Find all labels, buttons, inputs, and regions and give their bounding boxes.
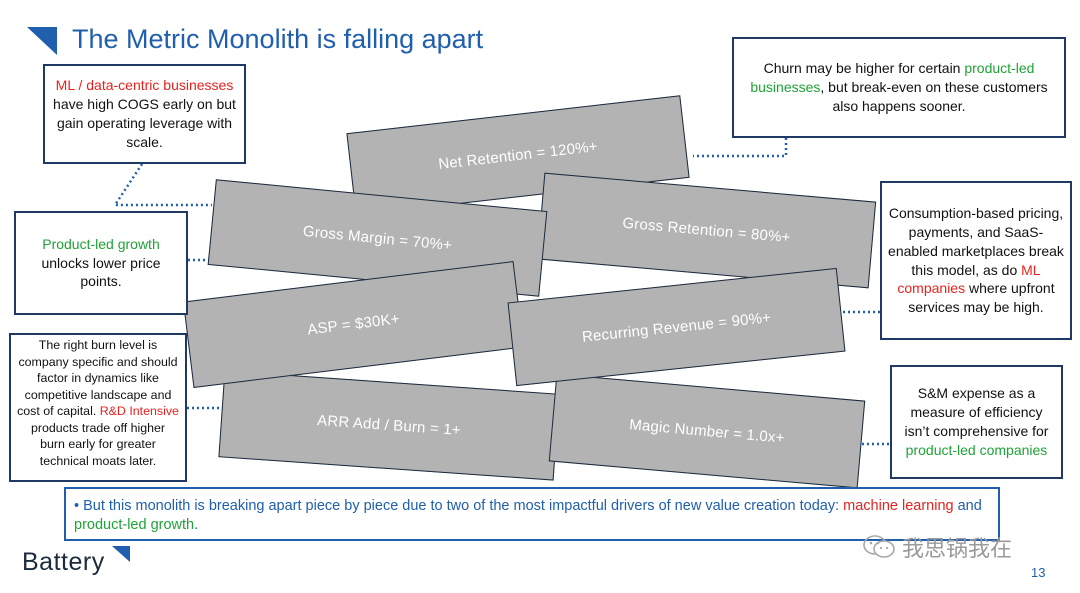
callout-consumption-highlight: ML companies [897, 261, 1041, 297]
callout-churn-highlight: product-led businesses [750, 60, 1035, 96]
callout-burn-highlight: R&D Intensive [99, 404, 179, 418]
callout-plg-price: Product-led growth unlocks lower price p… [14, 211, 188, 315]
banner-tail: . [194, 516, 199, 533]
callout-ml-cogs-highlight: ML / data-centric businesses [55, 77, 234, 94]
battery-logo: Battery [22, 548, 105, 576]
callout-plg-price-highlight: Product-led growth [42, 235, 160, 252]
title-corner-mark-icon [27, 27, 57, 55]
callout-sm-expense: S&M expense as a measure of efficiency i… [890, 365, 1063, 479]
banner-highlight-ml: machine learning [843, 498, 954, 514]
banner-text: But this monolith is breaking apart piec… [83, 498, 844, 514]
callout-sm-expense-highlight: product-led companies [905, 441, 1048, 458]
banner-bullet: • [74, 498, 80, 514]
callout-ml-cogs-text: have high COGS early on but gain operati… [53, 96, 236, 150]
callout-consumption-text-tail: where upfront services may be high. [908, 280, 1055, 316]
banner-connector: and [953, 498, 982, 514]
callout-churn-text-tail: , but break-even on these customers also… [820, 79, 1048, 114]
watermark: 我思锅我在 [862, 531, 1012, 563]
banner-highlight-plg: product-led growth [74, 516, 195, 533]
connector-churn [693, 138, 788, 158]
callout-burn: The right burn level is company specific… [9, 333, 187, 482]
callout-burn-text: The right burn level is company specific… [17, 338, 178, 418]
page-title: The Metric Monolith is falling apart [72, 24, 484, 54]
wechat-icon [863, 535, 895, 558]
callout-consumption: Consumption-based pricing, payments, and… [880, 181, 1072, 340]
callout-churn-text: Churn may be higher for certain [763, 60, 965, 77]
callout-sm-expense-text: S&M expense as a measure of efficiency i… [904, 385, 1049, 439]
summary-banner: • But this monolith is breaking apart pi… [64, 487, 1000, 541]
callout-plg-price-text: unlocks lower price points. [41, 254, 161, 290]
connector-ml-cogs [112, 163, 212, 207]
watermark-text: 我思锅我在 [902, 536, 1013, 561]
page-number: 13 [1031, 565, 1046, 580]
callout-burn-text-tail: products trade off higher burn early for… [30, 420, 166, 468]
callout-consumption-text: Consumption-based pricing, payments, and… [888, 204, 1064, 278]
callout-churn: Churn may be higher for certain product-… [732, 37, 1066, 138]
callout-ml-cogs: ML / data-centric businesses have high C… [43, 64, 246, 164]
logo-corner-mark-icon [112, 546, 130, 562]
